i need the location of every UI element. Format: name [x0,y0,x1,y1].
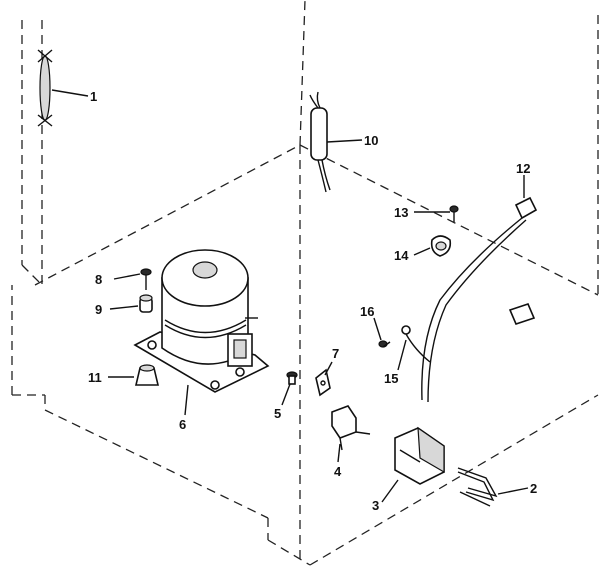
callout-14: 14 [394,248,409,263]
callout-15: 15 [384,371,398,386]
callout-8: 8 [95,272,102,287]
callout-3: 3 [372,498,379,513]
callout-5: 5 [274,406,281,421]
grommet [139,294,153,313]
callout-12: 12 [516,161,530,176]
callout-4: 4 [334,464,342,479]
overload-relay [331,405,371,451]
wire-clip [315,368,331,397]
compressor [133,249,270,393]
cord-screw [449,205,459,222]
ground-wire [401,325,431,363]
callout-11: 11 [88,370,102,385]
callout-13: 13 [394,205,408,220]
cabinet-outline [11,0,599,566]
relay-cover [394,426,445,485]
callout-6: 6 [179,417,186,432]
foot-grommet [134,364,160,386]
callout-7: 7 [332,346,339,361]
drier-filter [309,91,331,193]
callout-1: 1 [90,89,97,104]
cord-clamp-insert [508,303,536,325]
leader-lines [51,89,529,503]
callout-labels: 1 2 3 4 5 6 7 8 9 10 11 12 13 14 15 16 [88,89,537,513]
callout-2: 2 [530,481,537,496]
callout-16: 16 [360,304,374,319]
tubing-clip [457,467,498,507]
screw [140,268,152,290]
terminal-connector [286,371,298,385]
ground-screw [378,340,391,348]
capillary-tube [37,49,53,127]
callout-10: 10 [364,133,378,148]
power-cord [421,196,538,403]
callout-9: 9 [95,302,102,317]
cord-clamp [430,235,452,257]
